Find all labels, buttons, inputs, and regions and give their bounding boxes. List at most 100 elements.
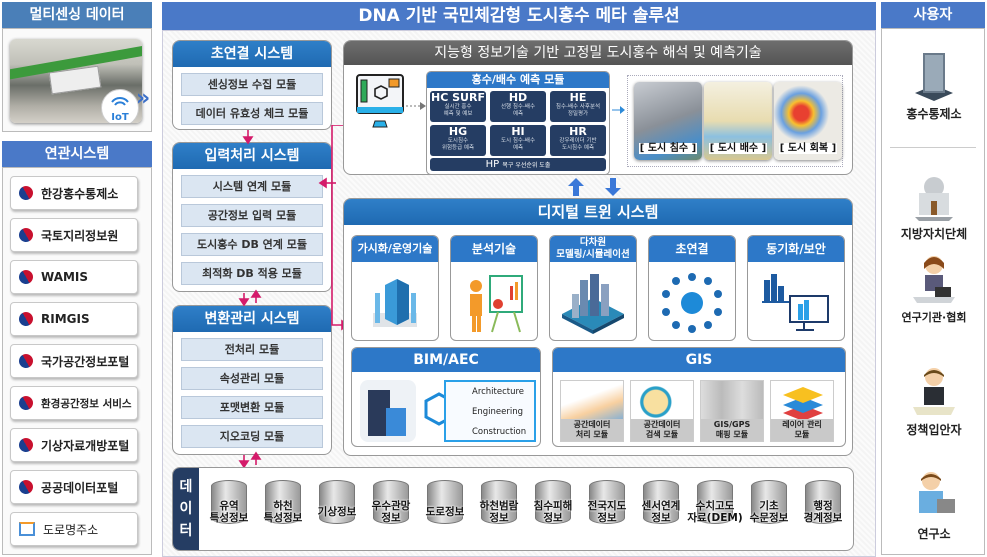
multisensing-title: 멀티센싱 데이터 (2, 2, 152, 28)
database-icon (697, 480, 733, 524)
related-item-rimgis[interactable]: RIMGIS (10, 302, 138, 336)
database-icon (751, 480, 787, 524)
dashed-arrow-icon (406, 102, 426, 110)
db-road[interactable]: 도로정보 (423, 478, 467, 540)
related-item-env-spatial-service[interactable]: 환경공간정보 서비스 (10, 386, 138, 420)
visualization-icon (352, 270, 438, 336)
user-research-lab[interactable]: 연구소 (882, 469, 986, 542)
module-system-link[interactable]: 시스템 연계 모듈 (181, 175, 323, 198)
user-label: 연구소 (917, 527, 951, 541)
database-icon (481, 480, 517, 524)
related-item-wamis[interactable]: WAMIS (10, 260, 138, 294)
user-local-government[interactable]: 지방자치단체 (882, 169, 986, 242)
scenario-urban-inundation[interactable]: [ 도시 침수 ] (634, 82, 702, 160)
layers-icon (783, 387, 823, 421)
user-flood-control[interactable]: 홍수통제소 (882, 49, 986, 122)
module-data-validity[interactable]: 데이터 유효성 체크 모듈 (181, 102, 323, 125)
module-optimized-db[interactable]: 최적화 DB 적용 모듈 (181, 262, 323, 285)
capitol-building-icon (909, 169, 959, 221)
transform-system-title: 변환관리 시스템 (173, 306, 331, 332)
database-icon (535, 480, 571, 524)
user-research-institute[interactable]: 연구기관·협회 (882, 253, 986, 325)
bim-aec-panel: BIM/AEC Architecture Engineering Constru… (351, 347, 541, 447)
module-sensing-collect[interactable]: 센싱정보 수집 모듈 (181, 73, 323, 96)
module-flood-db-link[interactable]: 도시홍수 DB 연계 모듈 (181, 233, 323, 256)
road-address-icon (19, 522, 35, 536)
taegeuk-icon (16, 183, 36, 203)
related-item-public-data-portal[interactable]: 공공데이터포털 (10, 470, 138, 504)
hyperconnect-system-title: 초연결 시스템 (173, 41, 331, 67)
taegeuk-icon (16, 435, 36, 455)
multisensing-panel: IoT (2, 28, 152, 132)
related-item-label: RIMGIS (41, 312, 90, 326)
dt-card-visualization[interactable]: 가시화/운영기술 (351, 235, 439, 341)
db-weather[interactable]: 기상정보 (315, 478, 359, 540)
related-item-label: 기상자료개방포털 (41, 438, 130, 453)
bim-construction-label: Construction (472, 427, 527, 437)
module-format-convert[interactable]: 포맷변환 모듈 (181, 396, 323, 419)
related-item-road-address[interactable]: 도로명주소 (10, 512, 138, 546)
related-item-ngii[interactable]: 국토지리정보원 (10, 218, 138, 252)
database-icon (643, 480, 679, 524)
related-systems-panel: 한강홍수통제소 국토지리정보원 WAMIS RIMGIS 국가공간정보포털 환경… (2, 167, 152, 555)
dt-card-label: 초연결 (649, 236, 735, 262)
related-item-weather-data-portal[interactable]: 기상자료개방포털 (10, 428, 138, 462)
module-geocoding[interactable]: 지오코딩 모듈 (181, 425, 323, 448)
related-item-hanriver-flood-control[interactable]: 한강홍수통제소 (10, 176, 138, 210)
bim-engineering-label: Engineering (472, 407, 523, 417)
user-label: 정책입안자 (906, 423, 962, 437)
dt-card-hyperconnect[interactable]: 초연결 (648, 235, 736, 341)
module-cell-hp[interactable]: HP 복구 우선순위 도출 (430, 158, 606, 171)
dt-card-sync-security[interactable]: 동기화/보안 (747, 235, 845, 341)
module-attribute-mgmt[interactable]: 속성관리 모듈 (181, 367, 323, 390)
dt-card-analysis[interactable]: 분석기술 (450, 235, 538, 341)
gis-title: GIS (553, 348, 845, 372)
user-label: 지방자치단체 (900, 227, 968, 241)
bridge-sensor-photo: IoT (10, 39, 142, 123)
related-item-label: 국가공간정보포털 (41, 354, 130, 369)
user-policymaker[interactable]: 정책입안자 (882, 365, 986, 438)
related-item-label: 국토지리정보원 (41, 228, 119, 243)
taegeuk-icon (16, 477, 36, 497)
users-panel: 홍수통제소 지방자치단체 연구기관·협회 정책입안자 연구소 (881, 28, 985, 555)
module-spatial-input[interactable]: 공간정보 입력 모듈 (181, 204, 323, 227)
analysis-presenter-icon (451, 270, 537, 336)
digital-twin-title: 디지털 트윈 시스템 (344, 199, 852, 225)
module-preprocess[interactable]: 전처리 모듈 (181, 338, 323, 361)
related-item-national-spatial-portal[interactable]: 국가공간정보포털 (10, 344, 138, 378)
iot-wifi-icon: IoT (101, 89, 139, 123)
related-item-label: 도로명주소 (43, 522, 99, 537)
scenario-urban-drainage[interactable]: [ 도시 배수 ] (704, 82, 772, 160)
related-systems-title: 연관시스템 (2, 141, 152, 167)
hyperconnect-system: 초연결 시스템 센싱정보 수집 모듈 데이터 유효성 체크 모듈 (172, 40, 332, 130)
office-building-icon (909, 49, 959, 101)
scenario-urban-recovery[interactable]: [ 도시 회복 ] (774, 82, 842, 160)
sync-monitor-icon (748, 270, 844, 336)
